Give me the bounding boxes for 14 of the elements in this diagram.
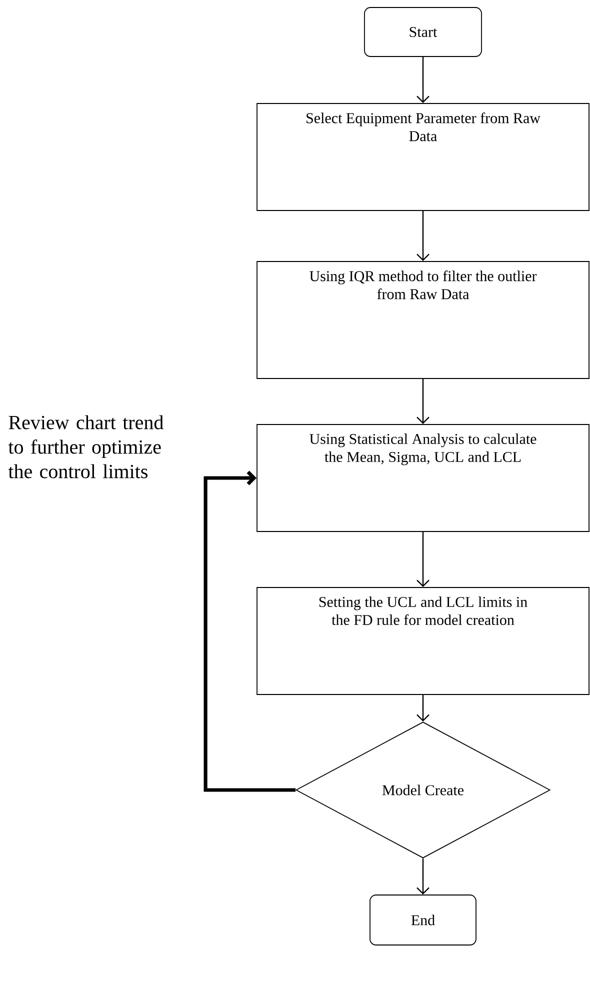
arrow (416, 532, 430, 588)
arrow (416, 56, 430, 104)
process-box: Using Statistical Analysis to calculate the Mean, Sigma, UCL and LCL (256, 424, 590, 532)
arrow (416, 694, 430, 722)
start-terminal: Start (364, 7, 482, 57)
arrow (416, 378, 430, 424)
edge-label: Review chart trend to further optimize the control limits (8, 415, 164, 478)
arrow (416, 858, 430, 895)
arrow (416, 210, 430, 262)
process-box: Using IQR method to filter the outlier from Raw Data (256, 261, 590, 379)
end-terminal: End (370, 894, 476, 946)
arrow (204, 470, 296, 792)
process-box: Select Equipment Parameter from Raw Data (256, 103, 590, 211)
process-box: Setting the UCL and LCL limits in the FD rule for model creation (256, 587, 590, 695)
